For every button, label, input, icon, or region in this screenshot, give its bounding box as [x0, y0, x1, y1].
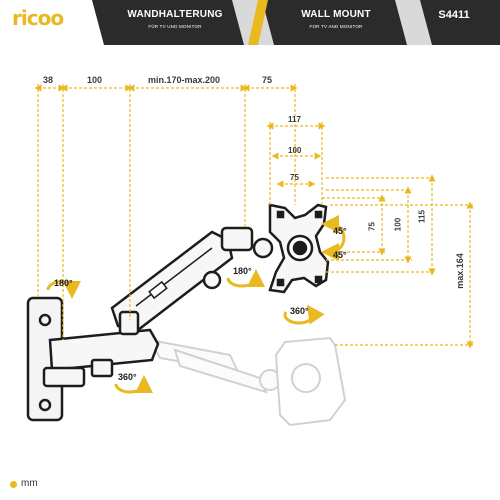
tilt-head: [220, 226, 274, 259]
dim-label-117: 117: [288, 115, 301, 124]
vesa-center-hub: [292, 240, 308, 256]
rot-arrow-arm: [114, 375, 153, 394]
rot-label-rotation: 360°: [290, 306, 309, 316]
header-divider-accent: [248, 0, 268, 45]
brand-panel: [0, 0, 104, 45]
gas-arm-slot: [135, 247, 213, 307]
header-divider-right: [395, 0, 432, 45]
rot-arrow-rotation: [283, 304, 325, 325]
dim-label-75-h: 75: [290, 173, 299, 182]
rot-arrow-head: [226, 269, 265, 288]
lowered-arm-ghost: [148, 336, 347, 427]
ghost-arm-upper: [148, 338, 240, 374]
dim-label-100: 100: [87, 75, 103, 85]
rot-label-wall: 180°: [54, 278, 73, 288]
wall-plate-hole-bottom: [38, 398, 52, 412]
head-joint-top: [220, 226, 254, 252]
ghost-arm-lower: [173, 348, 268, 394]
legend-unit: mm: [21, 478, 38, 489]
rotation-arrows: [46, 215, 346, 394]
brand-logo: ricoo: [12, 6, 64, 30]
legend-swatch: [10, 481, 17, 488]
vesa-hole-br: [314, 275, 323, 284]
rot-arrow-wall: [46, 280, 81, 299]
dim-label-38: 38: [43, 75, 54, 85]
rot-label-tilt-up: 45°: [333, 226, 347, 236]
title-de: WANDHALTERUNG: [127, 9, 223, 20]
rot-label-tilt-down: 45°: [333, 250, 347, 260]
dim-label-100-h: 100: [288, 146, 302, 155]
arm-segment-1: [42, 328, 160, 388]
dim-label-115: 115: [417, 210, 427, 223]
rot-arrow-tilt: [321, 215, 346, 261]
subtitle-de: FÜR TV UND MONITOR: [148, 24, 202, 29]
model-number: S4411: [438, 9, 470, 21]
rot-label-head: 180°: [233, 266, 252, 276]
dimension-lines: [34, 84, 474, 349]
vesa-hole-tl: [276, 210, 285, 219]
vesa-plate: [268, 203, 330, 294]
arm-1-base-joint: [42, 366, 86, 388]
subtitle-en: FOR TV AND MONITOR: [309, 24, 363, 29]
ghost-center-ring: [291, 363, 321, 393]
dim-label-170-200: min.170-max.200: [148, 75, 221, 85]
arm-1-clip: [90, 358, 114, 378]
gas-arm-window: [148, 280, 168, 300]
gas-spring-arm: [110, 230, 234, 336]
dim-label-164: max.164: [455, 253, 465, 289]
dim-label-100-v: 100: [393, 217, 403, 232]
dim-label-75-depth: 75: [262, 75, 273, 85]
ghost-joint: [259, 369, 281, 391]
elbow-joint: [118, 310, 140, 336]
head-pivot: [252, 237, 274, 259]
rot-label-arm: 360°: [118, 372, 137, 382]
title-en: WALL MOUNT: [301, 9, 371, 20]
dim-label-75-v: 75: [367, 222, 377, 231]
vesa-hole-tr: [314, 210, 323, 219]
ghost-vesa-plate: [274, 336, 347, 427]
vesa-hole-bl: [276, 278, 285, 287]
wall-plate-hole-top: [38, 313, 52, 327]
header-banner: [0, 0, 500, 45]
tension-knob: [202, 270, 222, 290]
